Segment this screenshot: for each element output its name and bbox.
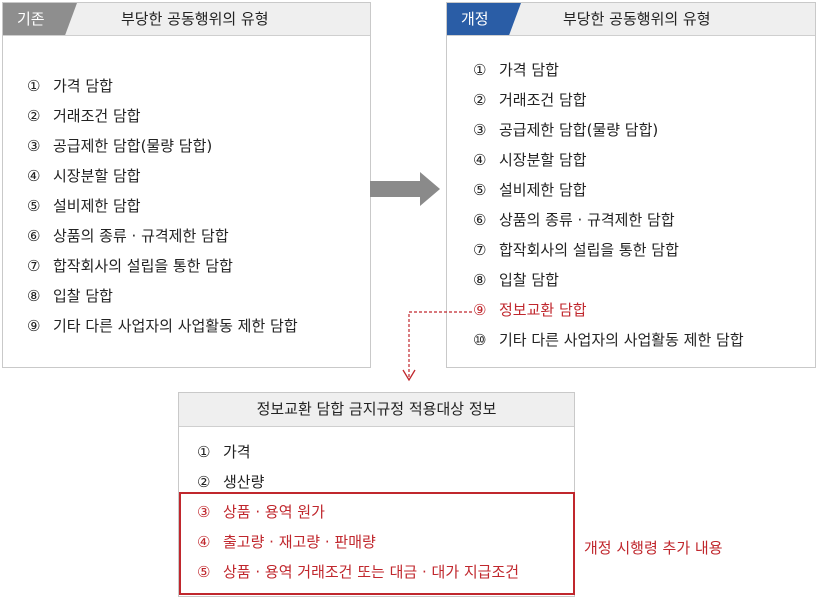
existing-tag: 기존 <box>3 3 77 35</box>
revised-panel-title: 부당한 공동행위의 유형 <box>563 10 711 28</box>
existing-panel-header: 기존 부당한 공동행위의 유형 <box>3 3 370 36</box>
added-content-note: 개정 시행령 추가 내용 <box>584 539 723 557</box>
revised-tag: 개정 <box>447 3 521 35</box>
connector-arrow-icon <box>402 311 472 382</box>
info-exchange-title: 정보교환 담합 금지규정 적용대상 정보 <box>256 400 497 418</box>
info-exchange-header: 정보교환 담합 금지규정 적용대상 정보 <box>179 393 574 427</box>
added-items-highlight <box>179 492 575 595</box>
revised-panel-header: 개정 부당한 공동행위의 유형 <box>447 3 815 36</box>
right-arrow-icon <box>370 172 440 206</box>
existing-panel-title: 부당한 공동행위의 유형 <box>121 10 269 28</box>
